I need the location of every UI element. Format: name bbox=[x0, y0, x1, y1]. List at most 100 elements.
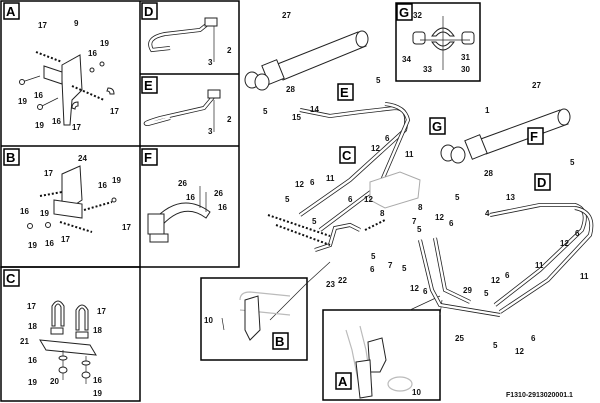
panel-title-g-frame bbox=[396, 3, 413, 21]
part-number-label: 28 bbox=[484, 169, 493, 178]
part-number-label: 5 bbox=[312, 217, 317, 226]
part-number-label: 5 bbox=[493, 341, 498, 350]
part-number-label: 17 bbox=[61, 235, 70, 244]
part-number-label: 19 bbox=[28, 241, 37, 250]
part-number-label: 26 bbox=[214, 189, 223, 198]
callout-box-frame bbox=[337, 83, 354, 101]
part-number-label: 6 bbox=[348, 195, 353, 204]
left-cylinder bbox=[244, 30, 369, 91]
part-number-label: 5 bbox=[402, 264, 407, 273]
part-number-label: 12 bbox=[491, 276, 500, 285]
panel-a-bracket bbox=[19, 51, 115, 126]
part-number-label: 16 bbox=[93, 376, 102, 385]
panel-title-d-frame bbox=[141, 2, 158, 20]
part-number-label: 19 bbox=[40, 209, 49, 218]
panel-e-pipe bbox=[143, 89, 221, 132]
detail-a-drawing bbox=[345, 325, 413, 399]
part-number-label: 5 bbox=[455, 193, 460, 202]
part-number-label: 12 bbox=[435, 213, 444, 222]
part-number-label: 9 bbox=[74, 19, 79, 28]
part-number-label: 19 bbox=[28, 378, 37, 387]
part-number-label: 4 bbox=[485, 209, 490, 218]
part-number-label: 14 bbox=[310, 105, 319, 114]
part-number-label: 17 bbox=[122, 223, 131, 232]
part-number-label: 3 bbox=[208, 127, 213, 136]
part-number-label: 16 bbox=[52, 117, 61, 126]
part-number-label: 19 bbox=[100, 39, 109, 48]
panel-title-d: D bbox=[144, 4, 153, 19]
panel-frames bbox=[0, 0, 481, 402]
part-number-label: 19 bbox=[93, 389, 102, 398]
part-number-label: 12 bbox=[410, 284, 419, 293]
part-number-label: 31 bbox=[461, 53, 470, 62]
panel-title-f-frame bbox=[141, 148, 158, 166]
callout-box-frame bbox=[272, 332, 289, 350]
part-number-label: 8 bbox=[418, 203, 423, 212]
part-number-label: 23 bbox=[326, 280, 335, 289]
part-number-label: 6 bbox=[385, 134, 390, 143]
part-number-label: 19 bbox=[35, 121, 44, 130]
part-number-label: 27 bbox=[532, 81, 541, 90]
part-number-label: 19 bbox=[18, 97, 27, 106]
callout-box-frame bbox=[534, 173, 551, 191]
detail-b-drawing bbox=[221, 291, 291, 341]
callout-box: D bbox=[537, 175, 546, 190]
part-number-label: 11 bbox=[326, 174, 335, 183]
part-number-label: 17 bbox=[27, 302, 36, 311]
part-number-label: 10 bbox=[204, 316, 213, 325]
callout-box: E bbox=[340, 85, 349, 100]
part-number-label: 34 bbox=[402, 55, 411, 64]
part-number-label: 12 bbox=[364, 195, 373, 204]
part-number-label: 16 bbox=[186, 193, 195, 202]
part-number-label: 11 bbox=[535, 261, 544, 270]
control-valve bbox=[369, 171, 421, 209]
part-number-label: 29 bbox=[463, 286, 472, 295]
part-number-label: 16 bbox=[98, 181, 107, 190]
callout-box: C bbox=[342, 148, 352, 163]
part-number-label: 20 bbox=[50, 377, 59, 386]
part-number-label: 18 bbox=[93, 326, 102, 335]
part-number-label: 10 bbox=[412, 388, 421, 397]
part-number-label: 32 bbox=[413, 11, 422, 20]
part-number-label: 12 bbox=[560, 239, 569, 248]
part-number-label: 18 bbox=[28, 322, 37, 331]
part-number-label: 6 bbox=[505, 271, 510, 280]
part-number-label: 17 bbox=[38, 21, 47, 30]
part-number-label: 19 bbox=[112, 176, 121, 185]
part-number-label: 12 bbox=[515, 347, 524, 356]
callout-box-frame bbox=[527, 127, 544, 145]
part-number-label: 24 bbox=[78, 154, 87, 163]
part-number-label: 17 bbox=[44, 169, 53, 178]
part-number-label: 12 bbox=[295, 180, 304, 189]
panel-title-g: G bbox=[399, 5, 409, 20]
part-number-label: 1 bbox=[485, 106, 490, 115]
part-number-label: 16 bbox=[45, 239, 54, 248]
main-dashes bbox=[267, 214, 386, 246]
part-number-label: 6 bbox=[449, 219, 454, 228]
part-number-label: 6 bbox=[423, 287, 428, 296]
right-cylinder bbox=[440, 108, 571, 164]
panel-d-pipe bbox=[148, 17, 218, 62]
panel-title-c-frame bbox=[3, 269, 20, 287]
part-number-label: 5 bbox=[417, 225, 422, 234]
hydraulic-hoses bbox=[298, 102, 594, 317]
part-number-label: 17 bbox=[97, 307, 106, 316]
drawing-number: F1310-2913020001.1 bbox=[506, 392, 573, 399]
panel-title-a: A bbox=[6, 4, 16, 19]
part-number-label: 15 bbox=[292, 113, 301, 122]
part-number-label: 26 bbox=[178, 179, 187, 188]
part-number-label: 7 bbox=[388, 261, 393, 270]
part-number-label: 12 bbox=[371, 144, 380, 153]
panel-title-b: B bbox=[6, 150, 15, 165]
part-number-label: 11 bbox=[405, 150, 414, 159]
part-number-label: 5 bbox=[570, 158, 575, 167]
part-number-label: 6 bbox=[575, 229, 580, 238]
callout-box-frame bbox=[339, 146, 356, 164]
part-number-label: 16 bbox=[20, 207, 29, 216]
part-number-label: 5 bbox=[484, 289, 489, 298]
callout-box: B bbox=[275, 334, 284, 349]
part-number-label: 7 bbox=[412, 217, 417, 226]
